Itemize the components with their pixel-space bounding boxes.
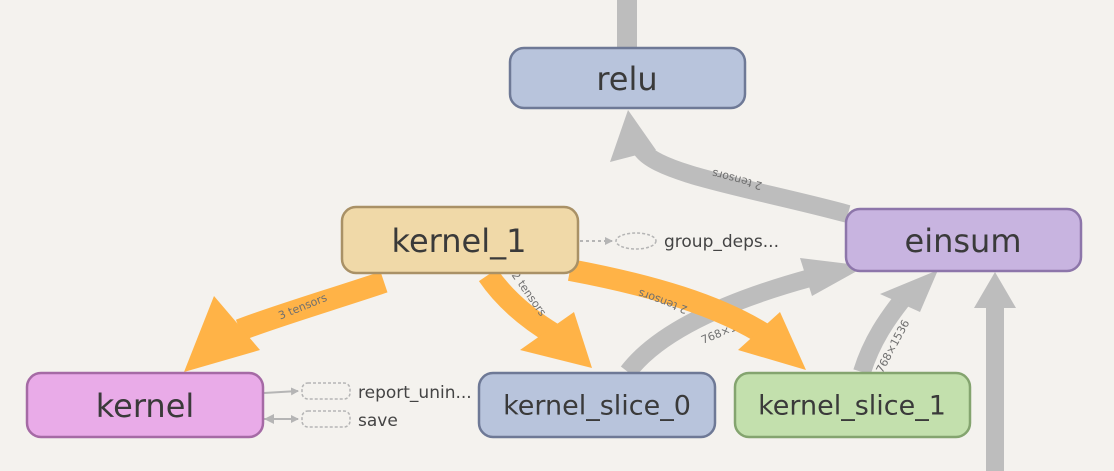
node-kernel-label: kernel — [96, 387, 195, 425]
edge-slice1-to-einsum-arrowhead — [880, 270, 938, 312]
aux-node-save[interactable] — [301, 410, 351, 428]
edge-kernel1-to-slice1-arrowhead — [738, 312, 806, 370]
edge-kernel1-to-kernel[interactable] — [235, 271, 388, 341]
aux-label-report-unin: report_unin... — [358, 383, 472, 403]
edge-slice1-to-einsum[interactable] — [853, 294, 910, 375]
edge-kernel1-to-slice1[interactable] — [567, 259, 777, 348]
node-kernel-slice-1[interactable]: kernel_slice_1 — [733, 371, 972, 439]
node-kernel[interactable]: kernel — [25, 371, 265, 439]
edge-kernel1-to-slice0[interactable] — [478, 268, 561, 345]
edge-einsum-to-relu-arrowhead — [610, 110, 656, 162]
aux-label-save: save — [358, 411, 398, 431]
node-kernel-1[interactable]: kernel_1 — [340, 205, 580, 275]
aux-node-group-deps[interactable] — [615, 232, 657, 250]
edge-kernel1-to-slice0-arrowhead — [520, 312, 592, 368]
node-kernel-slice-0[interactable]: kernel_slice_0 — [477, 371, 717, 439]
node-einsum[interactable]: einsum — [844, 207, 1083, 273]
edge-einsum-to-relu[interactable] — [624, 127, 851, 223]
edge-kernel-to-report[interactable] — [263, 387, 299, 396]
node-relu-label: relu — [596, 60, 657, 98]
node-kernel-1-label: kernel_1 — [392, 222, 527, 260]
aux-label-group-deps: group_deps... — [664, 232, 779, 252]
node-einsum-label: einsum — [905, 222, 1022, 260]
edge-kernel1-to-kernel-arrowhead — [184, 296, 260, 372]
node-relu[interactable]: relu — [508, 46, 747, 110]
node-kernel-slice-0-label: kernel_slice_0 — [503, 391, 691, 422]
edge-save-to-kernel-arrowhead — [264, 414, 274, 424]
aux-node-report-unin[interactable] — [301, 382, 351, 400]
edge-input-to-einsum-arrowhead — [974, 272, 1016, 308]
edge-slice0-to-einsum[interactable] — [620, 269, 813, 378]
node-kernel-slice-1-label: kernel_slice_1 — [758, 391, 946, 422]
